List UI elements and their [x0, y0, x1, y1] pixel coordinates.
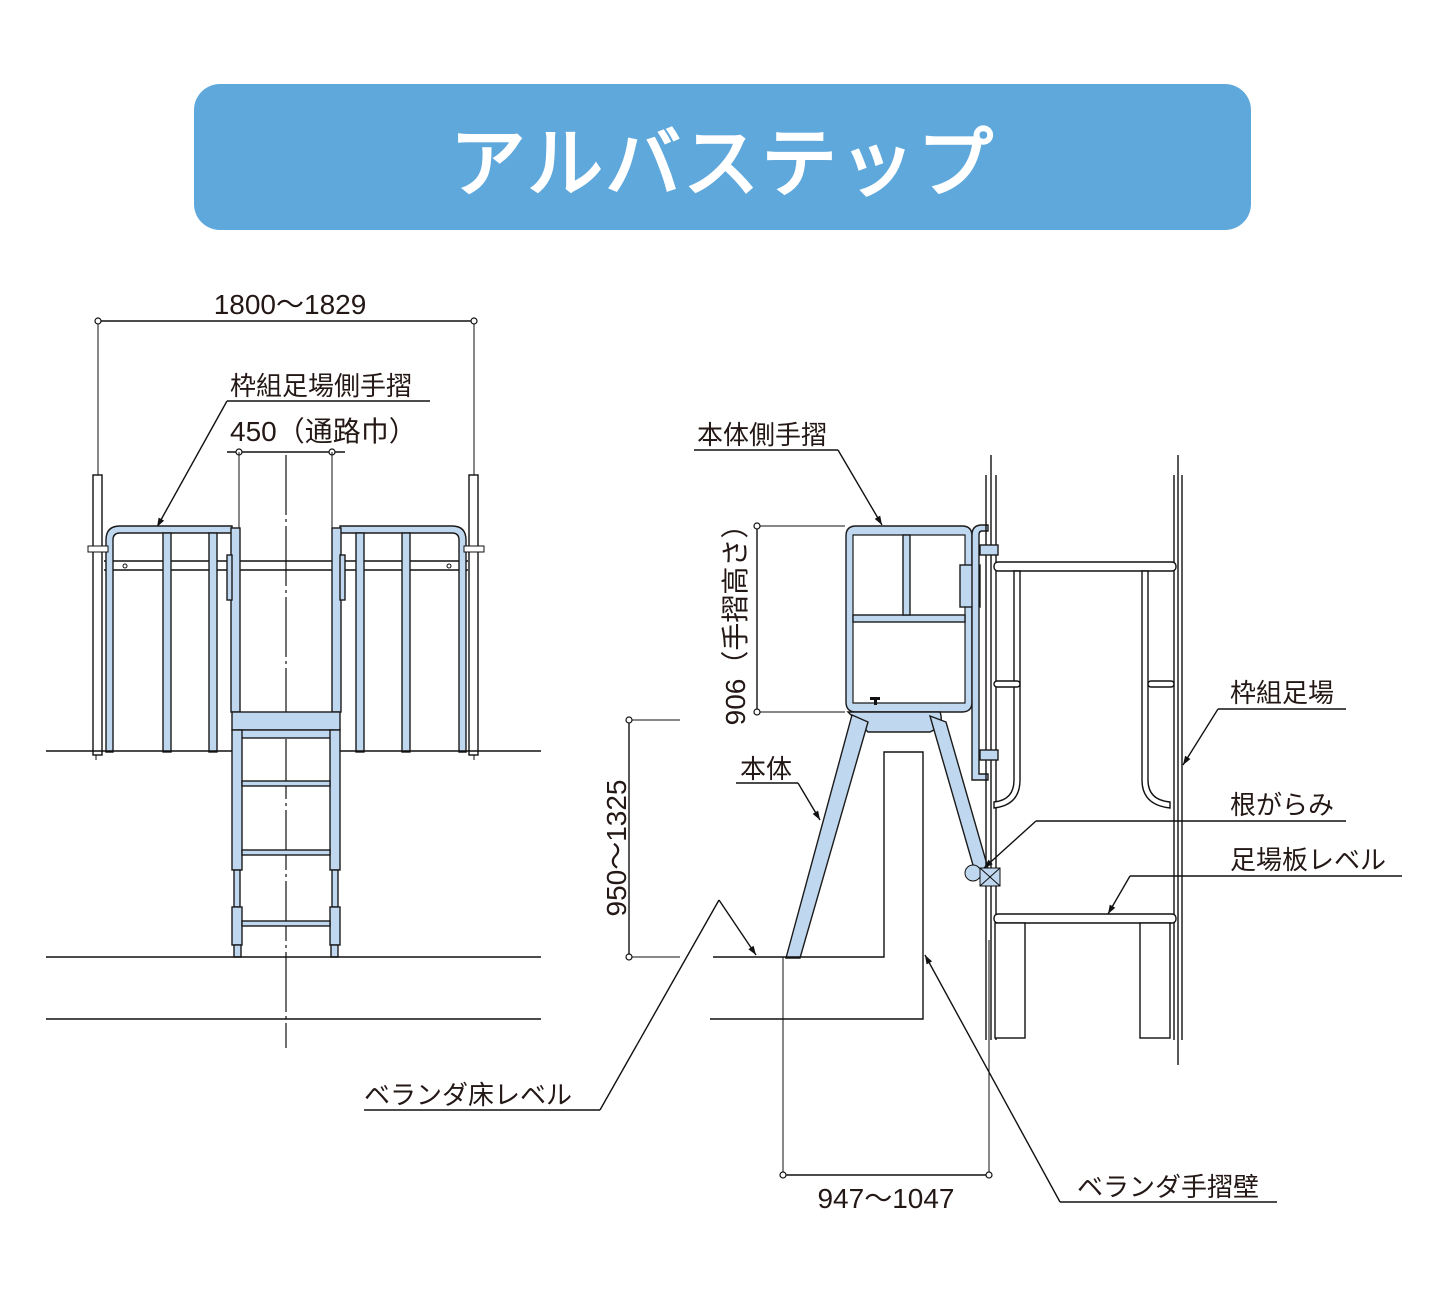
dim-handrail-height-text: 906（手摺高さ） [720, 511, 751, 726]
dim-horizontal-reach-text: 947〜1047 [817, 1183, 954, 1214]
leader-veranda-floor: ベランダ床レベル [364, 899, 757, 1111]
label-board-level: 足場板レベル [1230, 846, 1386, 876]
title-banner: アルバステップ [194, 84, 1251, 230]
left-scaffold-handrail [105, 525, 241, 753]
dim-horizontal-reach: 947〜1047 [779, 940, 993, 1214]
veranda-wall [710, 751, 924, 1020]
leader-veranda-wall: ベランダ手摺壁 [924, 954, 1277, 1203]
dim-passage-width-text: 450（通路巾） [230, 416, 417, 447]
dim-step-height-text: 950〜1325 [601, 779, 632, 916]
body-handrail-frame [845, 525, 981, 713]
label-body-handrail: 本体側手摺 [697, 421, 827, 451]
title-text: アルバステップ [449, 119, 996, 208]
label-frame-scaffold: 枠組足場 [1230, 679, 1334, 709]
dim-overall-width-text: 1800〜1829 [214, 289, 367, 320]
dim-passage-width: 450（通路巾） [227, 416, 417, 720]
dim-step-height: 950〜1325 [601, 716, 680, 961]
leader-board-level: 足場板レベル [1107, 846, 1402, 915]
label-base-tie: 根がらみ [1230, 791, 1334, 821]
front-view: 1800〜1829 枠組足場側手摺 450（通路巾） [46, 289, 541, 1048]
body-guide-pipe [971, 524, 989, 781]
dim-handrail-height: 906（手摺高さ） [720, 511, 845, 726]
side-view: 本体側手摺 906（手摺高さ） [364, 421, 1402, 1214]
leader-body: 本体 [736, 755, 821, 821]
clamps-front [87, 545, 485, 569]
label-body: 本体 [740, 755, 792, 785]
frame-scaffold-side [979, 455, 1183, 1065]
leader-frame-scaffold: 枠組足場 [1182, 679, 1346, 766]
leader-body-handrail: 本体側手摺 [694, 421, 883, 526]
front-platform [231, 711, 341, 731]
dim-overall-width: 1800〜1829 [94, 289, 478, 480]
scaffold-posts-front [92, 474, 479, 760]
label-scaffold-handrail: 枠組足場側手摺 [230, 372, 412, 402]
right-scaffold-handrail [331, 525, 467, 753]
body-legs [785, 714, 989, 959]
label-veranda-floor: ベランダ床レベル [364, 1081, 572, 1111]
leader-scaffold-handrail: 枠組足場側手摺 [156, 372, 430, 528]
label-veranda-wall: ベランダ手摺壁 [1077, 1173, 1259, 1203]
leader-base-tie: 根がらみ [983, 791, 1346, 869]
